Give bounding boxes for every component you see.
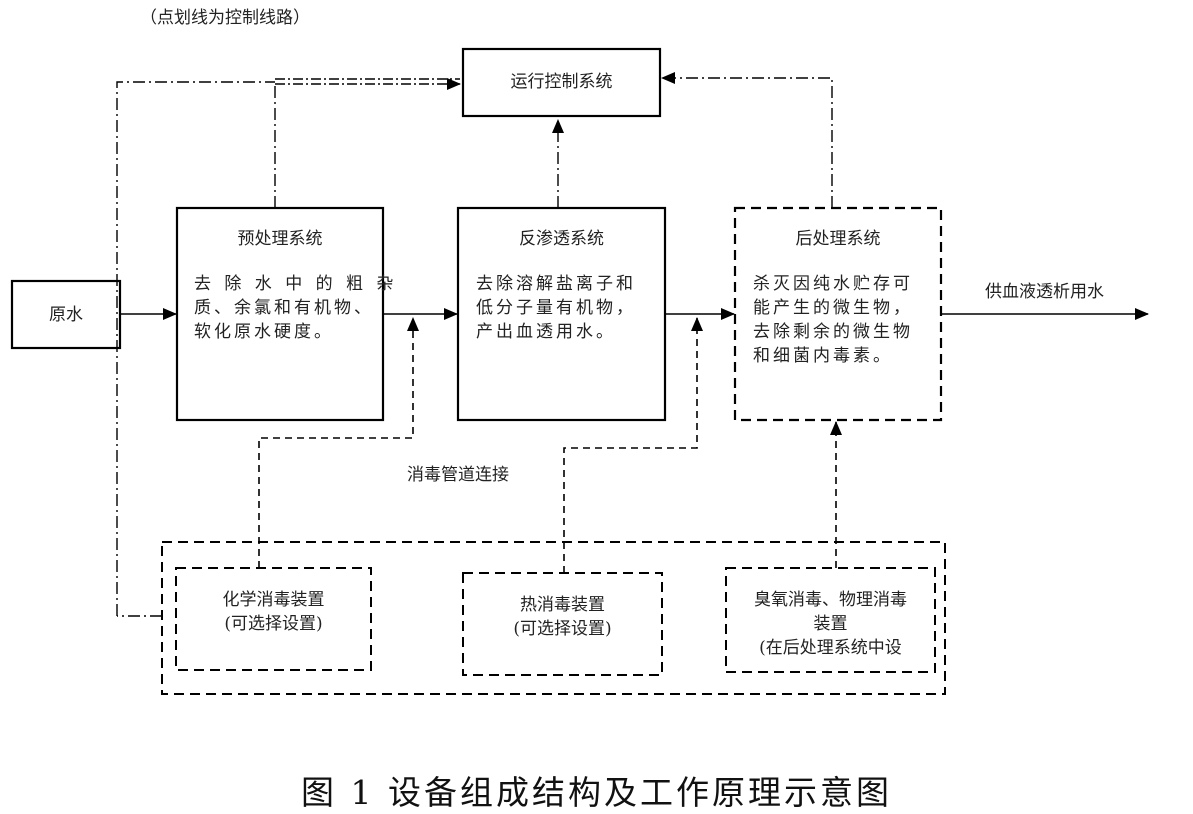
chemical-disinfection-label: 化学消毒装置 (可选择设置) (176, 588, 371, 636)
pretreatment-description: 去 除 水 中 的 粗 杂 质、余氯和有机物、 软化原水硬度。 (194, 272, 397, 344)
thermal-disinfection-line: (可选择设置) (513, 619, 612, 639)
pretreatment-line: 去 除 水 中 的 粗 杂 (194, 274, 398, 294)
disinfection-pipe-thermal (563, 317, 703, 573)
post-treatment-description: 杀灭因纯水贮存可 能产生的微生物， 去除剩余的微生物 和细菌内毒素。 (753, 272, 913, 368)
reverse-osmosis-description: 去除溶解盐离子和 低分子量有机物， 产出血透用水。 (476, 272, 636, 344)
ozone-physical-disinfection-box (725, 567, 936, 673)
chemical-disinfection-box (175, 567, 372, 671)
ozone-physical-disinfection-line: 装置 (813, 614, 848, 634)
pretreatment-line: 质、余氯和有机物、 (194, 298, 374, 318)
thermal-disinfection-label: 热消毒装置 (可选择设置) (463, 593, 662, 641)
pretreatment-line: 软化原水硬度。 (194, 322, 334, 342)
reverse-osmosis-line: 去除溶解盐离子和 (476, 274, 636, 294)
disinfection-pipe-chemical (258, 317, 419, 568)
disinfection-pipe-label: 消毒管道连接 (407, 465, 509, 485)
raw-water-label: 原水 (49, 305, 83, 325)
reverse-osmosis-line: 产出血透用水。 (476, 322, 616, 342)
disinfection-group-box (161, 541, 946, 695)
control-system-box (461, 47, 662, 118)
chemical-disinfection-line: 化学消毒装置 (222, 590, 325, 610)
reverse-osmosis-line: 低分子量有机物， (476, 298, 636, 318)
control-line-raw-water (116, 81, 275, 616)
ozone-physical-disinfection-line: 臭氧消毒、物理消毒 (754, 590, 907, 610)
ozone-physical-disinfection-line: (在后处理系统中设 (759, 638, 902, 658)
reverse-osmosis-title: 反渗透系统 (519, 229, 604, 249)
post-treatment-title: 后处理系统 (795, 229, 881, 249)
control-line-note: （点划线为控制线路） (140, 8, 310, 28)
ozone-physical-disinfection-label: 臭氧消毒、物理消毒 装置 (在后处理系统中设 (726, 588, 935, 660)
control-line-post (661, 72, 833, 208)
thermal-disinfection-line: 热消毒装置 (520, 595, 605, 615)
chemical-disinfection-line: (可选择设置) (224, 614, 323, 634)
output-water-label: 供血液透析用水 (985, 282, 1104, 302)
pretreatment-title: 预处理系统 (237, 229, 323, 249)
post-treatment-line: 去除剩余的微生物 (753, 322, 913, 342)
post-treatment-line: 杀灭因纯水贮存可 (753, 274, 913, 294)
post-treatment-line: 能产生的微生物， (753, 298, 913, 318)
thermal-disinfection-box (462, 572, 663, 676)
figure-caption: 图 1 设备组成结构及工作原理示意图 (301, 773, 892, 812)
control-system-label: 运行控制系统 (510, 72, 613, 92)
post-treatment-line: 和细菌内毒素。 (753, 346, 893, 366)
